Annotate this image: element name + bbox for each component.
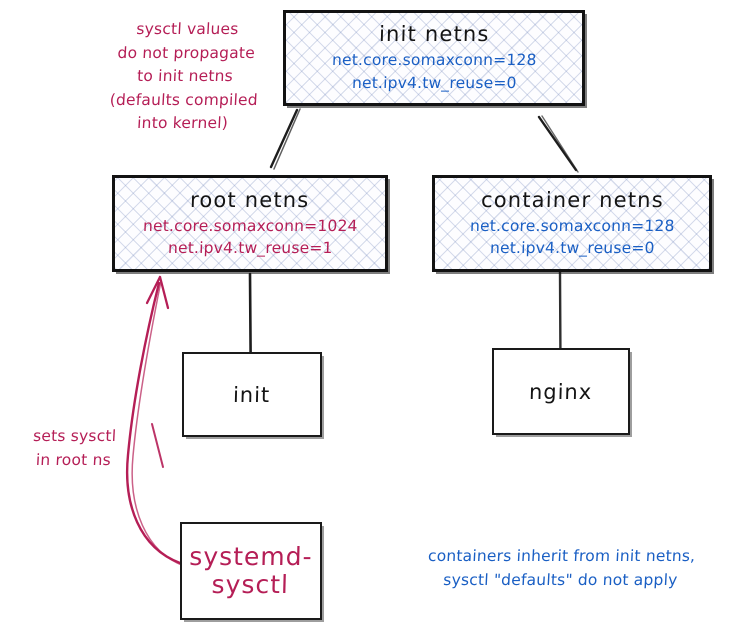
box-root-netns[interactable]: root netns net.core.somaxconn=1024 net.i… <box>112 175 388 272</box>
container-netns-title: container netns <box>480 187 664 212</box>
init-process-label: init <box>233 382 271 407</box>
container-netns-sysctl-tw-reuse: net.ipv4.tw_reuse=0 <box>489 239 655 257</box>
note-sysctl-no-propagate: sysctl values do not propagate to init n… <box>109 20 259 133</box>
box-systemd-sysctl-process[interactable]: systemd- sysctl <box>180 522 322 620</box>
nginx-process-label: nginx <box>529 379 593 404</box>
box-container-netns[interactable]: container netns net.core.somaxconn=128 n… <box>432 175 712 272</box>
edge-root-to-init <box>248 272 252 354</box>
init-netns-sysctl-tw-reuse: net.ipv4.tw_reuse=0 <box>351 73 517 92</box>
init-netns-sysctl-somaxconn: net.core.somaxconn=128 <box>331 51 537 70</box>
box-init-process[interactable]: init <box>182 352 322 437</box>
root-netns-sysctl-tw-reuse: net.ipv4.tw_reuse=1 <box>167 239 333 257</box>
note-pointer-tick <box>151 423 164 468</box>
note-sets-sysctl-in-root-ns: sets sysctl in root ns <box>32 427 117 469</box>
container-netns-sysctl-somaxconn: net.core.somaxconn=128 <box>469 216 675 235</box>
edge-systemd-sysctl-to-root-netns <box>126 275 185 567</box>
box-nginx-process[interactable]: nginx <box>492 348 630 435</box>
edge-init-to-container <box>537 115 579 173</box>
box-init-netns[interactable]: init netns net.core.somaxconn=128 net.ip… <box>283 10 585 106</box>
note-containers-inherit: containers inherit from init netns, sysc… <box>427 547 696 589</box>
init-netns-title: init netns <box>378 22 490 47</box>
root-netns-sysctl-somaxconn: net.core.somaxconn=1024 <box>142 216 358 235</box>
systemd-sysctl-process-label: systemd- sysctl <box>189 542 314 599</box>
root-netns-title: root netns <box>189 187 311 212</box>
